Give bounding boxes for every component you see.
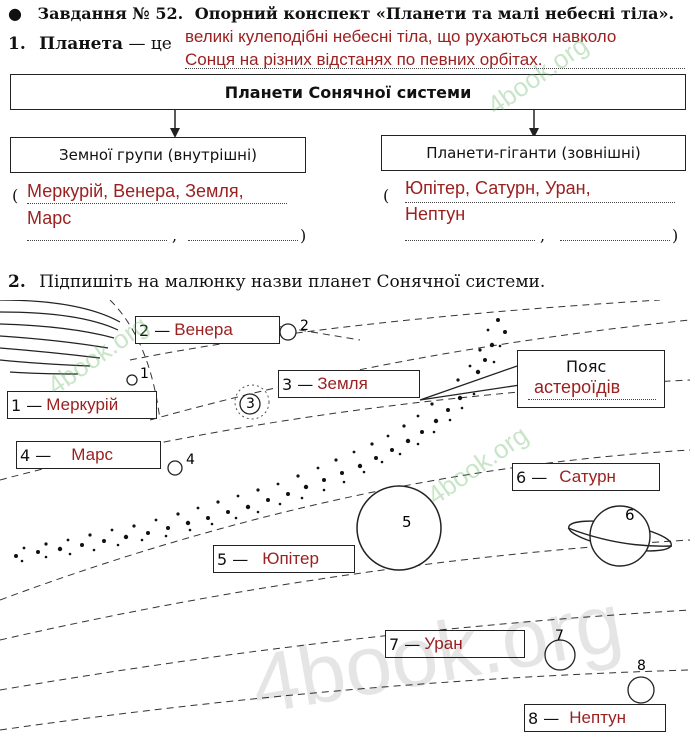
left-dotted-1	[27, 203, 287, 204]
label-earth-number: 3 —	[282, 374, 314, 394]
label-jupiter-name: Юпітер	[262, 549, 319, 568]
task-label: Завдання № 52.	[37, 4, 184, 23]
mercury-icon	[126, 374, 138, 386]
left-answer-line1: Меркурій, Венера, Земля,	[27, 181, 244, 201]
scheme-right-title: Планети-гіганти (зовнішні)	[426, 144, 641, 162]
left-answer-line2: Марс	[27, 208, 72, 228]
label-earth-name: Земля	[317, 374, 368, 393]
scheme-arrows	[170, 110, 539, 138]
task-header: ● Завдання № 52. Опорний конспект «Плане…	[8, 4, 674, 23]
label-mercury-name: Меркурій	[46, 395, 119, 414]
label-venus-name: Венера	[174, 320, 233, 339]
bullet-icon: ●	[8, 4, 22, 23]
label-mars-number: 4 —	[20, 445, 52, 465]
label-saturn-name: Сатурн	[559, 467, 616, 486]
label-jupiter: 5 — Юпітер	[213, 545, 355, 573]
belt-pointer	[419, 364, 521, 401]
left-dotted-2a	[27, 240, 167, 241]
orbit-7	[0, 609, 691, 691]
label-neptune: 8 — Нептун	[524, 704, 666, 732]
label-uranus-name: Уран	[424, 634, 463, 653]
label-saturn-number: 6 —	[516, 467, 548, 487]
orbit-2	[129, 300, 661, 361]
orbit-5	[0, 449, 691, 601]
planet-number-2: 2	[300, 318, 309, 334]
orbit-mercury	[109, 300, 161, 421]
earth-orbit-ring	[234, 384, 270, 420]
planet-number-3: 3	[246, 396, 255, 412]
label-uranus-number: 7 —	[389, 634, 421, 654]
task-title: Опорний конспект «Планети та малі небесн…	[194, 4, 675, 23]
label-mercury: 1 — Меркурій	[7, 391, 157, 419]
q2-text: Підпишіть на малюнку назви планет Сонячн…	[39, 272, 546, 292]
label-neptune-name: Нептун	[569, 708, 627, 727]
label-mars-name: Марс	[71, 445, 114, 464]
q1-dash: — це	[128, 34, 172, 54]
scheme-left-title: Земної групи (внутрішні)	[58, 146, 258, 164]
left-dotted-2b	[188, 240, 298, 241]
planet-number-4: 4	[186, 452, 195, 468]
right-dotted-2b	[560, 240, 670, 241]
label-mars: 4 — Марс	[16, 441, 161, 469]
jupiter-icon	[356, 485, 442, 571]
right-comma: ,	[540, 226, 546, 245]
belt-dotted-line	[528, 399, 656, 400]
left-paren-open: (	[12, 186, 19, 205]
label-saturn: 6 — Сатурн	[512, 463, 660, 491]
scheme-header: Планети Сонячної системи	[10, 74, 686, 110]
orbit-8	[0, 669, 691, 731]
question-2: 2. Підпишіть на малюнку назви планет Сон…	[8, 272, 545, 292]
q2-number: 2.	[8, 272, 26, 292]
label-uranus: 7 — Уран	[385, 630, 525, 658]
q1-answer-dotted-line	[185, 68, 685, 69]
right-paren-close: )	[672, 226, 679, 245]
right-dotted-1	[405, 202, 675, 203]
scheme-right-box: Планети-гіганти (зовнішні)	[381, 135, 686, 171]
left-paren-close: )	[300, 226, 307, 245]
planet-number-1: 1	[140, 366, 149, 382]
left-comma: ,	[172, 226, 178, 245]
label-neptune-number: 8 —	[528, 708, 560, 728]
q1-term: Планета	[39, 34, 124, 54]
q1-answer-line2: Сонця на різних відстанях по певних орбі…	[185, 50, 543, 69]
earth-icon	[239, 393, 261, 415]
sun-icon	[0, 300, 121, 375]
right-paren-open: (	[383, 186, 390, 205]
q1-number: 1.	[8, 34, 26, 54]
right-dotted-2a	[405, 240, 535, 241]
belt-title: Пояс	[566, 357, 607, 376]
question-1: 1. Планета — це	[8, 34, 172, 54]
right-answer-line1: Юпітер, Сатурн, Уран,	[405, 178, 591, 198]
label-mercury-number: 1 —	[11, 395, 43, 415]
orbits	[0, 300, 691, 731]
uranus-icon	[544, 639, 576, 671]
label-venus-number: 2 —	[139, 320, 171, 340]
venus-icon	[279, 323, 297, 341]
planet-number-7: 7	[555, 628, 564, 644]
right-answer-line2: Нептун	[405, 204, 466, 224]
label-venus: 2 — Венера	[135, 316, 280, 344]
mars-icon	[167, 460, 183, 476]
planet-number-6: 6	[625, 506, 635, 524]
belt-answer: астероїдів	[534, 377, 621, 397]
planet-number-5: 5	[402, 513, 412, 531]
scheme-left-box: Земної групи (внутрішні)	[10, 137, 306, 173]
neptune-icon	[627, 676, 655, 704]
label-jupiter-number: 5 —	[217, 549, 249, 569]
label-asteroid-belt: Пояс астероїдів	[517, 350, 665, 408]
scheme-header-text: Планети Сонячної системи	[224, 82, 472, 102]
label-earth: 3 — Земля	[278, 370, 420, 398]
solar-system-drawing: 1 2 3 4 5 6 7 8	[0, 300, 691, 731]
saturn-icon	[567, 505, 673, 567]
planet-number-8: 8	[637, 658, 646, 674]
orbit-3	[149, 319, 691, 421]
q1-answer-line1: великі кулеподібні небесні тіла, що руха…	[185, 27, 617, 46]
